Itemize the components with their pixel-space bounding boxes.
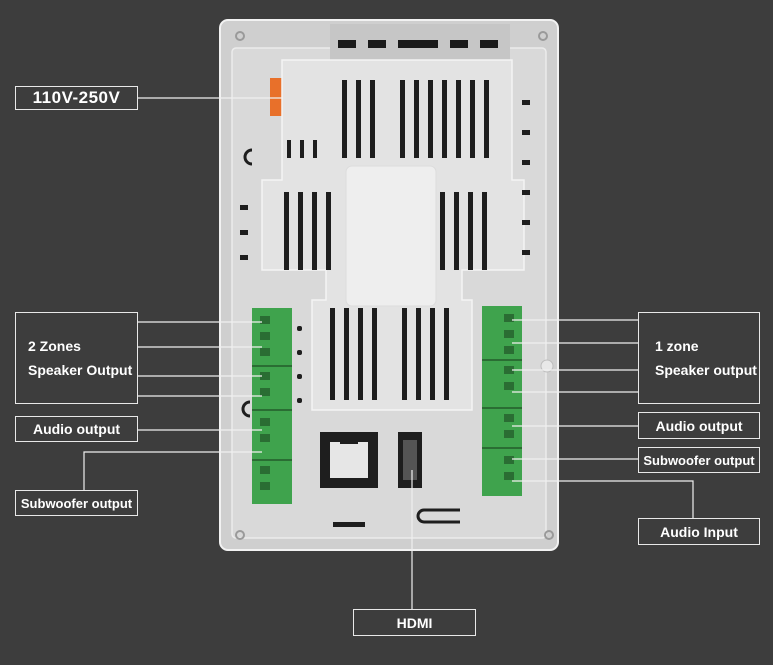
label-right-speaker-output: 1 zone Speaker output [638, 312, 760, 404]
side-notches [240, 100, 530, 260]
heatsink-block [345, 165, 437, 307]
label-right-subwoofer-output: Subwoofer output [638, 447, 760, 473]
leader-lines [83, 97, 694, 609]
side-hole-right [540, 359, 554, 373]
label-hdmi: HDMI [353, 609, 476, 636]
label-right-speaker-line1: 1 zone [655, 338, 699, 354]
hdmi-port [398, 432, 422, 488]
top-connector-strip [330, 24, 510, 60]
label-left-speaker-output: 2 Zones Speaker Output [15, 312, 138, 404]
middle-vent-slots [284, 192, 487, 270]
bottom-slot [333, 522, 365, 527]
upper-vent-slots [342, 80, 489, 158]
label-audio-input-text: Audio Input [660, 523, 738, 540]
left-terminal-blocks [252, 308, 292, 504]
label-left-subwoofer-output: Subwoofer output [15, 490, 138, 516]
label-right-speaker-line2: Speaker output [655, 362, 757, 378]
left-clip-lower [241, 400, 251, 418]
label-left-subwoofer-output-text: Subwoofer output [20, 495, 133, 511]
label-power: 110V-250V [15, 86, 138, 110]
side-tabs-left [297, 326, 302, 403]
bottom-clip [416, 508, 460, 524]
label-left-audio-output: Audio output [15, 416, 138, 442]
left-clip [243, 148, 253, 166]
right-terminal-blocks [482, 306, 522, 496]
label-right-subwoofer-output-text: Subwoofer output [643, 452, 755, 468]
ethernet-port [320, 432, 378, 488]
label-left-audio-output-text: Audio output [32, 421, 121, 437]
label-power-text: 110V-250V [32, 88, 121, 107]
label-left-speaker-line2: Speaker Output [28, 362, 133, 378]
label-left-speaker-line1: 2 Zones [28, 338, 81, 354]
label-audio-input: Audio Input [638, 518, 760, 545]
label-hdmi-text: HDMI [396, 614, 433, 631]
label-right-audio-output: Audio output [638, 412, 760, 439]
label-right-audio-output-text: Audio output [655, 417, 743, 434]
leader-left-subwoofer [83, 451, 262, 490]
lower-vent-slots [330, 308, 449, 400]
small-vent-slots [287, 140, 317, 158]
screw-holes [235, 31, 554, 540]
leader-audio-input [512, 480, 694, 518]
